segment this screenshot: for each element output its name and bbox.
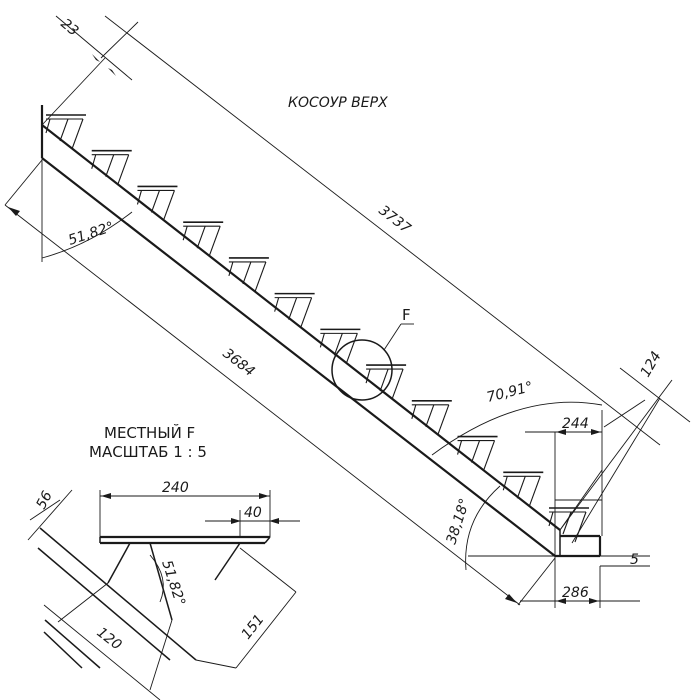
detail-callout-label: F xyxy=(402,306,411,324)
step-bracket xyxy=(319,328,361,364)
dim-end-offset-text: 124 xyxy=(638,349,665,380)
step-bracket xyxy=(182,221,224,257)
dim-stringer-length-text: 3684 xyxy=(220,346,258,380)
step-bracket xyxy=(365,364,407,400)
drawing-title: КОСОУР ВЕРХ xyxy=(288,95,388,111)
dim-top-angle-text: 51,82° xyxy=(66,219,116,249)
step-bracket xyxy=(502,471,544,507)
detail-view: 240 40 56 51,82° 120 151 xyxy=(27,480,300,700)
dim-top-angle: 51,82° xyxy=(41,158,133,262)
step-brackets xyxy=(45,114,589,543)
dim-overall-length: 3737 xyxy=(100,15,661,446)
step-bracket xyxy=(274,292,315,328)
detail-tread-width-text: 240 xyxy=(162,480,189,496)
detail-bracket-angle-text: 51,82° xyxy=(158,558,188,608)
dim-overall-length-text: 3737 xyxy=(376,203,414,238)
step-bracket xyxy=(136,185,178,221)
dim-top-offset: 23 xyxy=(41,15,133,126)
dim-bottom-angle-text: 38,18° xyxy=(444,497,474,547)
detail-bracket-height-text: 151 xyxy=(239,612,268,643)
stringer-body xyxy=(40,105,602,558)
dim-step-depth-end: 244 xyxy=(525,410,603,556)
dim-base-length-text: 286 xyxy=(562,585,589,601)
dim-end-height: 5 xyxy=(600,552,650,568)
dim-end-height-text: 5 xyxy=(630,552,639,568)
detail-scale: МАСШТАБ 1 : 5 xyxy=(89,443,207,461)
detail-tread-thickness-text: 56 xyxy=(33,489,56,512)
detail-title: МЕСТНЫЙ F xyxy=(104,423,195,442)
dim-base-length: 286 xyxy=(520,556,640,608)
step-bracket xyxy=(411,400,452,436)
step-bracket xyxy=(45,114,86,150)
detail-callout: F xyxy=(331,306,414,401)
dim-end-offset: 124 xyxy=(559,349,691,544)
step-bracket xyxy=(228,257,269,293)
dim-end-angle-text: 70,91° xyxy=(485,379,535,406)
dim-bottom-angle: 38,18° xyxy=(444,485,555,571)
step-bracket xyxy=(91,149,132,185)
dim-top-offset-text: 23 xyxy=(57,16,81,40)
step-bracket xyxy=(457,435,498,471)
detail-tread-overhang-text: 40 xyxy=(244,505,262,521)
dim-step-depth-end-text: 244 xyxy=(562,416,589,432)
